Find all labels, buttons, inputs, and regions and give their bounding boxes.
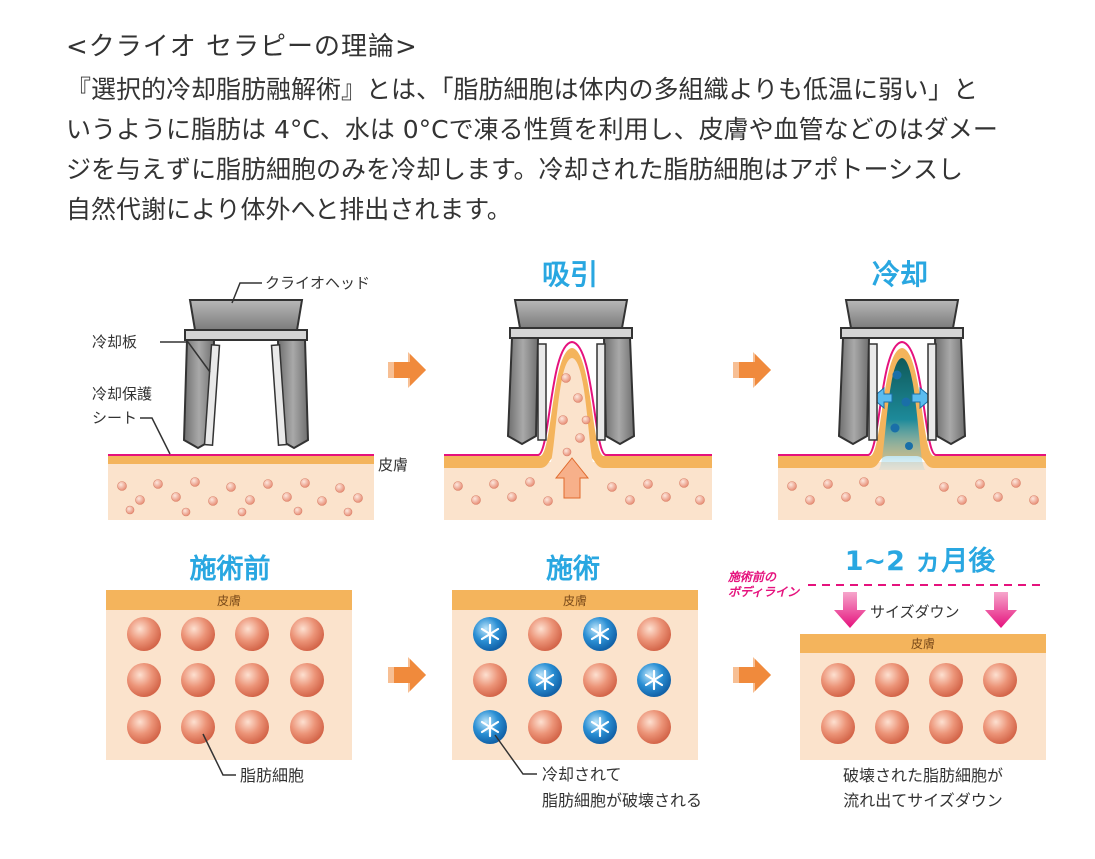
panel-title-before: 施術前 bbox=[190, 553, 271, 585]
intro-line: 『選択的冷却脂肪融解術』とは、「脂肪細胞は体内の多組織よりも低温に弱い」と bbox=[66, 75, 979, 104]
step-arrow bbox=[733, 352, 771, 388]
skin-band-label: 皮膚 bbox=[563, 593, 587, 608]
label-size-down: サイズダウン bbox=[870, 603, 960, 621]
intro-line: ジを与えずに脂肪細胞のみを冷却します。冷却された脂肪細胞はアポトーシスし bbox=[66, 155, 964, 184]
frozen-dots bbox=[890, 370, 913, 450]
label-bodyline: 施術前の bbox=[727, 570, 777, 584]
device-panel-initial: クライオヘッド 冷却板 冷却保護 シート 皮膚 bbox=[92, 274, 408, 520]
label-bodyline: ボディライン bbox=[728, 585, 800, 599]
size-down-arrow bbox=[985, 592, 1017, 628]
fat-panel-after: 1~2 ヵ月後 施術前の ボディライン サイズダウン 皮膚 破壊された脂肪細胞が… bbox=[727, 546, 1046, 810]
fat-panel-before: 施術前 皮膚 脂肪細胞 bbox=[106, 553, 352, 785]
label-skin: 皮膚 bbox=[378, 456, 408, 474]
caption-result-2: 流れ出てサイズダウン bbox=[843, 791, 1003, 810]
step-arrow bbox=[388, 657, 426, 693]
panel-title-after: 1~2 ヵ月後 bbox=[845, 546, 997, 577]
fat-cells bbox=[127, 617, 324, 744]
label-protective-sheet: シート bbox=[92, 409, 137, 427]
snowflake-icon bbox=[480, 623, 664, 738]
step-title-cooling: 冷却 bbox=[872, 258, 928, 291]
label-protective-sheet: 冷却保護 bbox=[92, 385, 152, 403]
label-cryo-head: クライオヘッド bbox=[265, 274, 370, 292]
device-panel-suction: 吸引 bbox=[444, 258, 712, 520]
skin-band-label: 皮膚 bbox=[911, 636, 935, 651]
cryo-device bbox=[182, 299, 310, 450]
page-heading: <クライオ セラピーの理論> bbox=[66, 32, 418, 62]
step-arrow bbox=[388, 352, 426, 388]
intro-paragraph: 『選択的冷却脂肪融解術』とは、「脂肪細胞は体内の多組織よりも低温に弱い」と いう… bbox=[66, 70, 1056, 230]
intro-line: 自然代謝により体外へと排出されます。 bbox=[66, 195, 512, 224]
device-panel-cooling: 冷却 bbox=[778, 258, 1046, 520]
intro-line: いうように脂肪は 4°C、水は 0°Cで凍る性質を利用し、皮膚や血管などのはダメ… bbox=[66, 115, 998, 144]
skin-band bbox=[106, 590, 352, 610]
skin-band-label: 皮膚 bbox=[217, 593, 241, 608]
fat-panel-during: 施術 皮膚 冷却されて 脂肪細胞が破壊される bbox=[452, 554, 702, 810]
caption-fat-cell: 脂肪細胞 bbox=[240, 766, 304, 785]
fat-dots bbox=[117, 477, 363, 517]
fat-dots bbox=[453, 373, 705, 506]
skin-layer bbox=[108, 456, 374, 464]
step-title-suction: 吸引 bbox=[542, 258, 598, 291]
cryo-device bbox=[506, 299, 636, 446]
size-down-arrow bbox=[834, 592, 866, 628]
cryo-device bbox=[837, 299, 967, 446]
caption-frozen-2: 脂肪細胞が破壊される bbox=[542, 791, 702, 810]
panel-title-during: 施術 bbox=[546, 554, 600, 585]
fat-cells bbox=[473, 617, 671, 744]
step-arrow bbox=[733, 657, 771, 693]
label-cooling-plate: 冷却板 bbox=[92, 333, 137, 351]
fat-dots bbox=[787, 477, 1039, 506]
caption-result-1: 破壊された脂肪細胞が bbox=[843, 766, 1003, 785]
fat-cells bbox=[821, 663, 1017, 744]
caption-frozen-1: 冷却されて bbox=[542, 765, 622, 784]
